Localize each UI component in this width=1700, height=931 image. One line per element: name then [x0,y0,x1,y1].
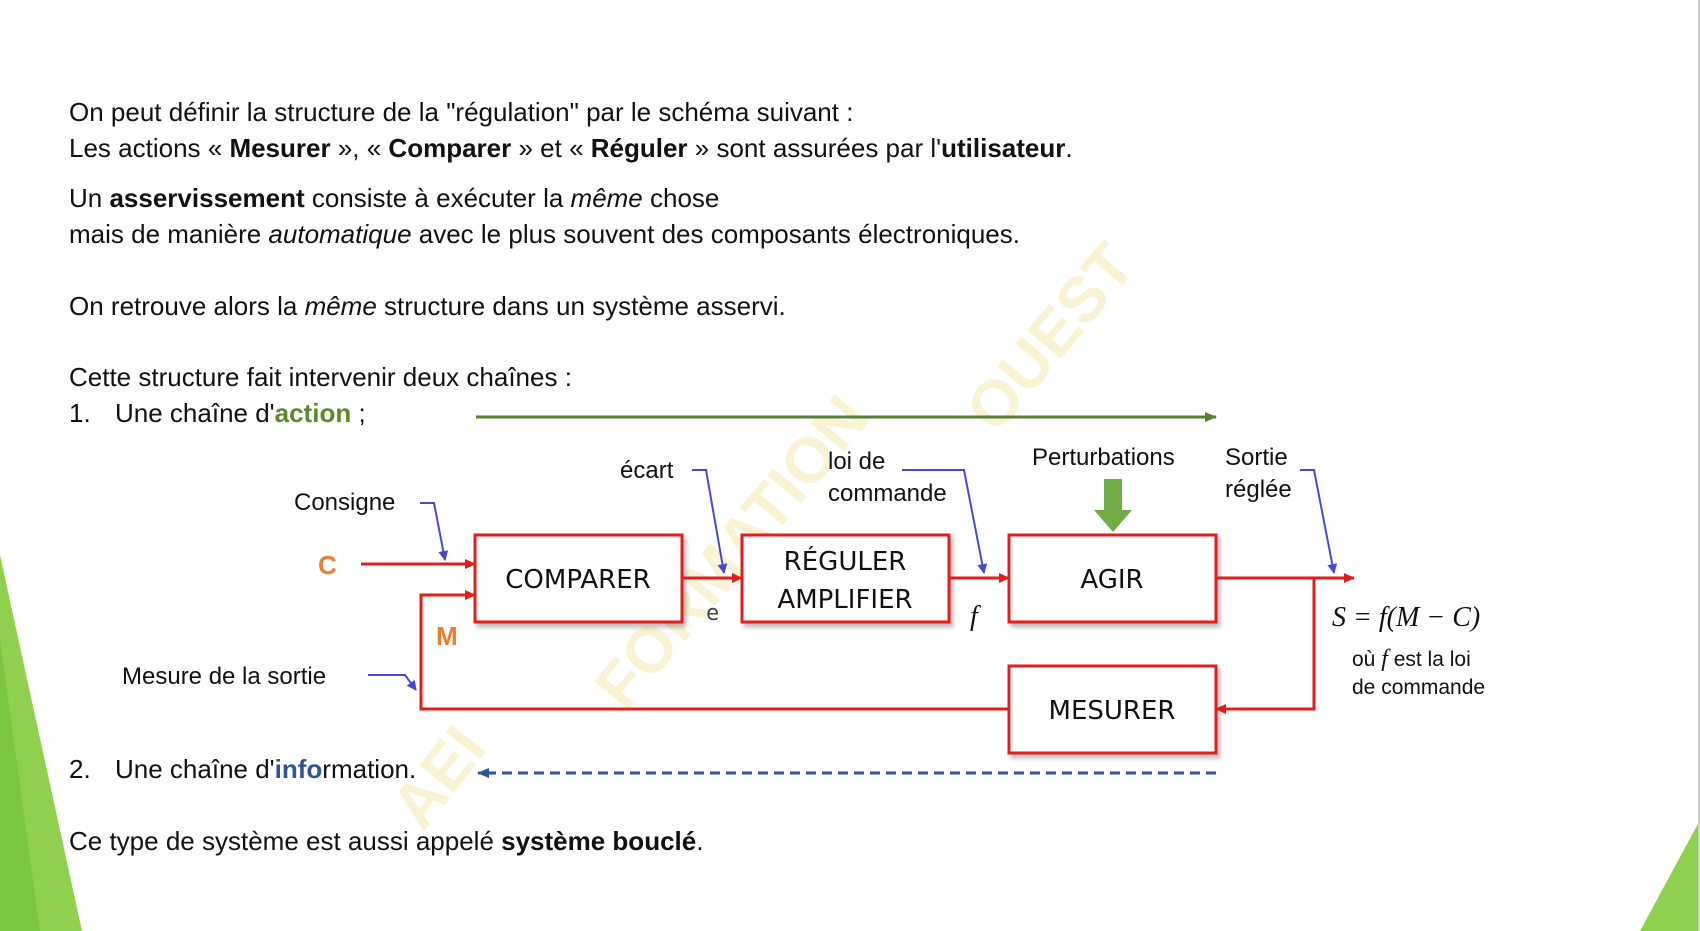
intro-line-6: Cette structure fait intervenir deux cha… [69,362,572,392]
signal-c-label: C [318,550,337,580]
text-run: rmation. [322,754,417,784]
reguler-label-1: RÉGULER [784,545,907,577]
mesure-feedback-signal [419,590,1009,711]
text-run: est la loi [1388,648,1471,671]
formula-note-1: où f est la loi [1352,646,1471,672]
intro-line-4: mais de manière automatique avec le plus… [69,216,1020,252]
text-run: Ce type de système est aussi appelé [69,826,502,856]
bold-mesurer: Mesurer [229,133,331,163]
text-run: Un [69,183,110,213]
italic-meme: même [570,183,643,213]
bold-reguler: Réguler [590,133,688,163]
text-run: chose [642,183,720,213]
left-green-triangle-inner [0,640,40,931]
text-run: Une chaîne d' [115,398,275,428]
text-run: mais de manière [69,219,269,249]
intro-line-5: On retrouve alors la même structure dans… [69,288,786,324]
text-run: Une chaîne d' [115,754,275,784]
mesurer-block [1007,664,1218,755]
bold-asservissement: asservissement [109,183,305,213]
text-run: avec le plus souvent des composants élec… [411,219,1020,249]
text-run: », « [330,133,389,163]
bold-comparer: Comparer [388,133,512,163]
italic-automatique: automatique [268,219,412,249]
text-run: » sont assurées par l' [687,133,942,163]
signal-f-label: f [970,601,981,632]
highlight-info: info [274,754,323,784]
mesure-callout [368,674,417,691]
conclusion-line: Ce type de système est aussi appelé syst… [69,823,703,859]
ecart-label: écart [620,457,674,484]
comparer-block [473,533,684,624]
note-f: f [1381,646,1391,672]
ecart-callout [692,469,728,574]
list-number: 1. [69,398,91,428]
italic-meme: même [304,291,377,321]
text-run: Les actions « [69,133,230,163]
loi-callout [902,469,988,574]
chain-info-line: 2. Une chaîne d'information. [69,751,416,787]
text-run: On retrouve alors la [69,291,305,321]
text-run: » et « [511,133,591,163]
perturbation-arrow [1094,479,1132,532]
bold-utilisateur: utilisateur [941,133,1066,163]
right-green-triangle [1640,820,1700,931]
bold-systeme-boucle: système bouclé [501,826,697,856]
agir-label: AGIR [1080,565,1143,595]
mesure-label: Mesure de la sortie [122,663,326,690]
loi-label-1: loi de [828,448,885,475]
highlight-action: action [274,398,352,428]
text-run: . [1065,133,1073,163]
sortie-label-1: Sortie [1225,444,1288,471]
list-number: 2. [69,754,91,784]
mesurer-label: MESURER [1049,696,1176,726]
text-run: structure dans un système asservi. [376,291,786,321]
intro-line-3: Un asservissement consiste à exécuter la… [69,180,719,216]
sortie-callout [1300,469,1338,574]
formula-note-2: de commande [1352,676,1485,699]
signal-e-label: e [706,601,719,626]
loi-label-2: commande [828,480,947,507]
intro-line-2: Les actions « Mesurer », « Comparer » et… [69,130,1073,166]
text-run: ; [351,398,366,428]
comparer-label: COMPARER [505,565,650,595]
agir-block [1007,533,1218,624]
feedback-to-mesurer [1215,578,1316,714]
text-run: . [696,826,704,856]
perturbations-label: Perturbations [1032,444,1175,471]
text-run: consiste à exécuter la [304,183,571,213]
text-run: où [1352,648,1381,671]
signal-m-label: M [436,621,458,651]
chain-action-line: 1. Une chaîne d'action ; [69,395,366,431]
consigne-label: Consigne [294,489,395,516]
sortie-label-2: réglée [1225,476,1292,503]
formula: S = f(M − C) [1332,602,1480,633]
reguler-label-2: AMPLIFIER [777,585,912,615]
consigne-callout [420,502,449,561]
intro-line-1: On peut définir la structure de la "régu… [69,97,854,127]
